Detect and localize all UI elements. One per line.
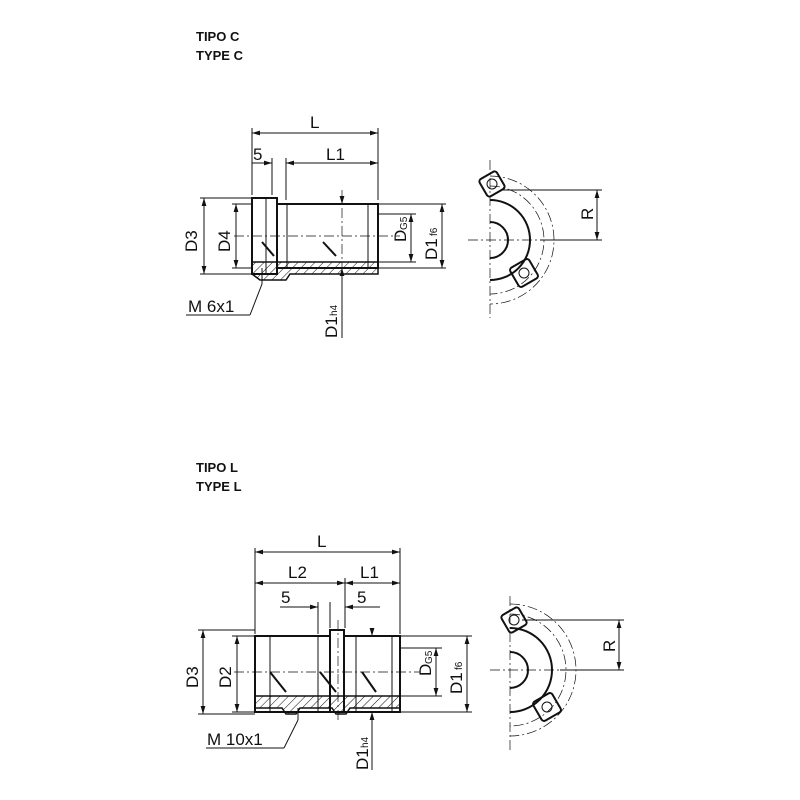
type-l-dim-D1-sub-f6: f6 (454, 661, 465, 670)
type-c-dim-D-sub: G5 (399, 216, 410, 230)
type-c-dim-R: R (578, 208, 597, 220)
type-l-dim-D-sub: G5 (424, 650, 435, 664)
type-c-bushing-side-view (234, 190, 400, 290)
type-l-dim-D: D (416, 664, 435, 676)
type-c-dim-D: D (391, 230, 410, 242)
type-c-dimensions: L 5 L1 D3 D4 D G5 (182, 113, 446, 338)
type-l-dim-D1: D1 (447, 672, 466, 694)
type-c-dim-D1-h4-sub: h4 (329, 304, 340, 316)
type-l-dim-D2: D2 (216, 666, 235, 688)
type-c-dim-L: L (310, 113, 319, 132)
type-c-dim-L1: L1 (326, 145, 345, 164)
type-c-title-en: TYPE C (196, 48, 244, 63)
type-l-dim-R: R (600, 640, 619, 652)
type-l-end-view: R (490, 596, 624, 752)
type-c-dim-D1-h4: D1 (322, 316, 341, 338)
type-l-dim-L1: L1 (360, 563, 379, 582)
type-c-dim-D3: D3 (182, 230, 201, 252)
type-l-dim-5-right: 5 (357, 588, 366, 607)
type-c-dim-D1: D1 (422, 238, 441, 260)
type-l-dim-D1-h4: D1 (353, 748, 372, 770)
type-l-section: TIPO L TYPE L L (183, 460, 624, 770)
type-c-dim-D4: D4 (215, 230, 234, 252)
type-c-section: TIPO C TYPE C L (182, 29, 602, 338)
type-l-title-it: TIPO L (196, 460, 238, 475)
type-c-title-it: TIPO C (196, 29, 240, 44)
type-l-thread-label: M 10x1 (207, 730, 263, 749)
type-c-thread-label: M 6x1 (188, 297, 234, 316)
type-l-dim-L2: L2 (288, 563, 307, 582)
type-l-title-en: TYPE L (196, 479, 242, 494)
type-c-dim-5: 5 (253, 145, 262, 164)
type-l-dim-D1-h4-sub: h4 (360, 736, 371, 748)
type-l-dim-D3: D3 (183, 666, 202, 688)
type-l-bushing-side-view (234, 620, 420, 722)
type-l-dimensions: L L2 L1 5 5 D3 D2 (183, 532, 472, 770)
type-c-dim-D1-sub-f6: f6 (429, 227, 440, 236)
type-l-dim-L: L (317, 532, 326, 551)
type-l-dim-5-left: 5 (281, 588, 290, 607)
type-c-end-view: R (468, 160, 602, 318)
